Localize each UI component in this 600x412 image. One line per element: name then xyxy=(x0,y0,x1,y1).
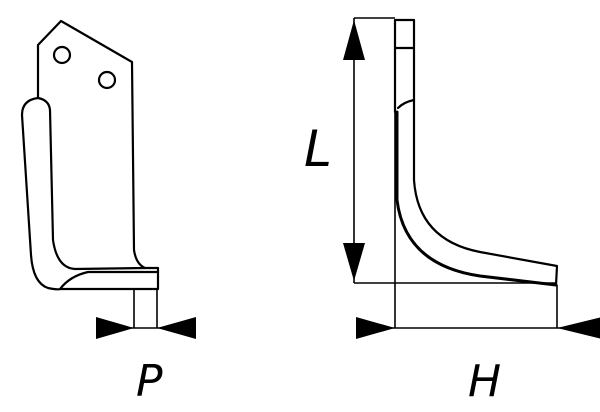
blade-front-edge xyxy=(36,96,160,291)
dimension-l xyxy=(343,18,365,283)
arrowhead xyxy=(557,317,600,339)
arrowhead xyxy=(343,20,365,60)
blade-front-outline xyxy=(20,19,160,291)
label-h: H xyxy=(468,356,501,407)
mounting-hole xyxy=(52,45,72,65)
label-l: L xyxy=(304,120,332,178)
dimension-h xyxy=(356,20,600,339)
arrowhead xyxy=(343,243,365,281)
mounting-hole xyxy=(97,70,117,90)
blade-side-outer xyxy=(412,98,559,287)
dimension-p xyxy=(96,289,196,339)
blade-side-inner xyxy=(395,110,558,287)
arrowhead xyxy=(157,317,196,339)
blade-side-view xyxy=(354,17,559,287)
arrowhead xyxy=(356,317,395,339)
label-p: P xyxy=(136,356,163,407)
blade-front-view xyxy=(20,19,160,291)
arrowhead xyxy=(96,317,134,339)
